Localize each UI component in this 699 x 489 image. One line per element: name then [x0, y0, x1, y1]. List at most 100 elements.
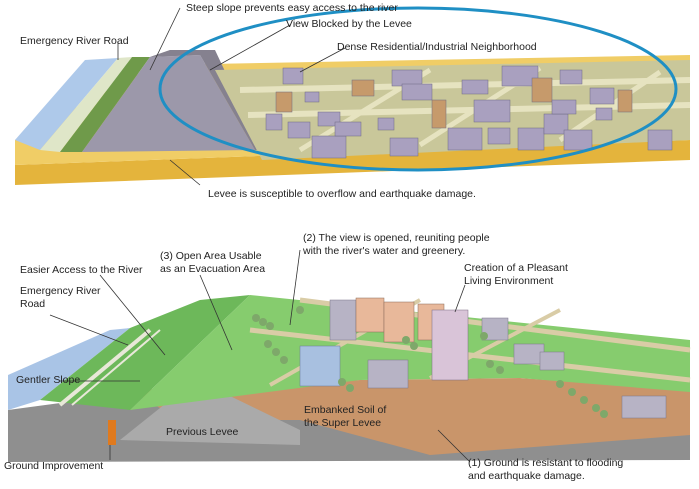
tree [568, 388, 576, 396]
bottom-river [8, 328, 130, 410]
top-ground-front [15, 140, 690, 185]
leader-line [99, 274, 166, 356]
house [647, 129, 673, 151]
house [589, 87, 615, 105]
house [461, 79, 489, 95]
leader-line [454, 284, 466, 313]
building [431, 309, 469, 381]
label-embanked-1: Embanked Soil of [304, 404, 387, 416]
label-resistant-1: (1) Ground is resistant to flooding [468, 457, 624, 469]
building [355, 297, 385, 333]
tree [556, 380, 564, 388]
bottom-diagram [8, 249, 691, 463]
bottom-leader-lines [49, 249, 471, 463]
label-emergency-road-bottom-1: Emergency River [20, 285, 101, 297]
tree [600, 410, 608, 418]
tree [266, 322, 274, 330]
bottom-buildings [299, 297, 667, 419]
house [551, 99, 577, 115]
top-diagram [15, 6, 691, 186]
house [317, 111, 341, 127]
leader-line [437, 429, 471, 463]
top-leader-lines [117, 7, 346, 186]
house [391, 69, 423, 87]
leader-line [289, 249, 301, 326]
label-dense-neighborhood: Dense Residential/Industrial Neighborhoo… [337, 41, 537, 53]
bottom-trees [252, 306, 608, 418]
top-town-road [558, 69, 662, 143]
house [487, 127, 511, 145]
house [559, 69, 583, 85]
house [351, 79, 375, 97]
top-river [15, 58, 118, 150]
building [367, 359, 409, 389]
building [481, 317, 509, 341]
tree [252, 314, 260, 322]
house [311, 135, 347, 159]
building [383, 301, 415, 343]
tree [259, 318, 267, 326]
ground-improvement-bar [108, 420, 116, 445]
tree [272, 348, 280, 356]
tree [496, 366, 504, 374]
building [621, 395, 667, 419]
tree [486, 360, 494, 368]
house [377, 117, 395, 131]
previous-levee-shape [120, 396, 300, 445]
top-levee-ridge [150, 50, 262, 150]
leader-line [169, 159, 201, 186]
label-easier-access: Easier Access to the River [20, 264, 143, 276]
house [617, 89, 633, 113]
label-emergency-road-top: Emergency River Road [20, 35, 129, 47]
top-houses [265, 65, 673, 159]
label-open-area-2: as an Evacuation Area [160, 263, 266, 275]
house [531, 77, 553, 103]
house [389, 137, 419, 157]
label-view-opened-2: with the river's water and greenery. [303, 245, 466, 257]
house [401, 83, 433, 101]
leader-line [199, 274, 233, 351]
label-view-opened-1: (2) The view is opened, reuniting people [303, 232, 490, 244]
bottom-road-strip [71, 329, 161, 406]
leader-line [49, 314, 129, 346]
label-open-area-1: (3) Open Area Usable [160, 250, 262, 262]
house [501, 65, 539, 87]
label-ground-improvement: Ground Improvement [4, 460, 104, 472]
label-gentler-slope: Gentler Slope [16, 374, 81, 386]
leader-line [299, 47, 346, 73]
label-pleasant-1: Creation of a Pleasant [464, 262, 568, 274]
house [517, 127, 545, 151]
top-river-bank [40, 57, 132, 152]
tree [346, 384, 354, 392]
bottom-road-strip [58, 328, 152, 407]
tree [410, 342, 418, 350]
label-emergency-road-bottom-2: Road [20, 298, 46, 310]
house [282, 67, 304, 85]
label-embanked-2: the Super Levee [304, 417, 382, 429]
tree [280, 356, 288, 364]
building [329, 299, 357, 341]
tree [338, 378, 346, 386]
tree [580, 396, 588, 404]
label-pleasant-2: Living Environment [464, 275, 554, 287]
house [334, 121, 362, 137]
building [299, 345, 341, 387]
house [595, 107, 613, 121]
building [513, 343, 545, 365]
tree [402, 336, 410, 344]
label-resistant-2: and earthquake damage. [468, 470, 585, 482]
label-susceptible: Levee is susceptible to overflow and ear… [208, 188, 476, 200]
house [304, 91, 320, 103]
tree [592, 404, 600, 412]
house [563, 129, 593, 151]
embanked-soil [130, 378, 690, 455]
house [431, 99, 447, 129]
label-steep-slope: Steep slope prevents easy access to the … [186, 2, 398, 14]
tree [264, 340, 272, 348]
label-previous-levee: Previous Levee [166, 426, 239, 438]
leader-line [209, 24, 291, 71]
label-view-blocked: View Blocked by the Levee [286, 18, 412, 30]
highlight-ellipse [158, 6, 678, 172]
